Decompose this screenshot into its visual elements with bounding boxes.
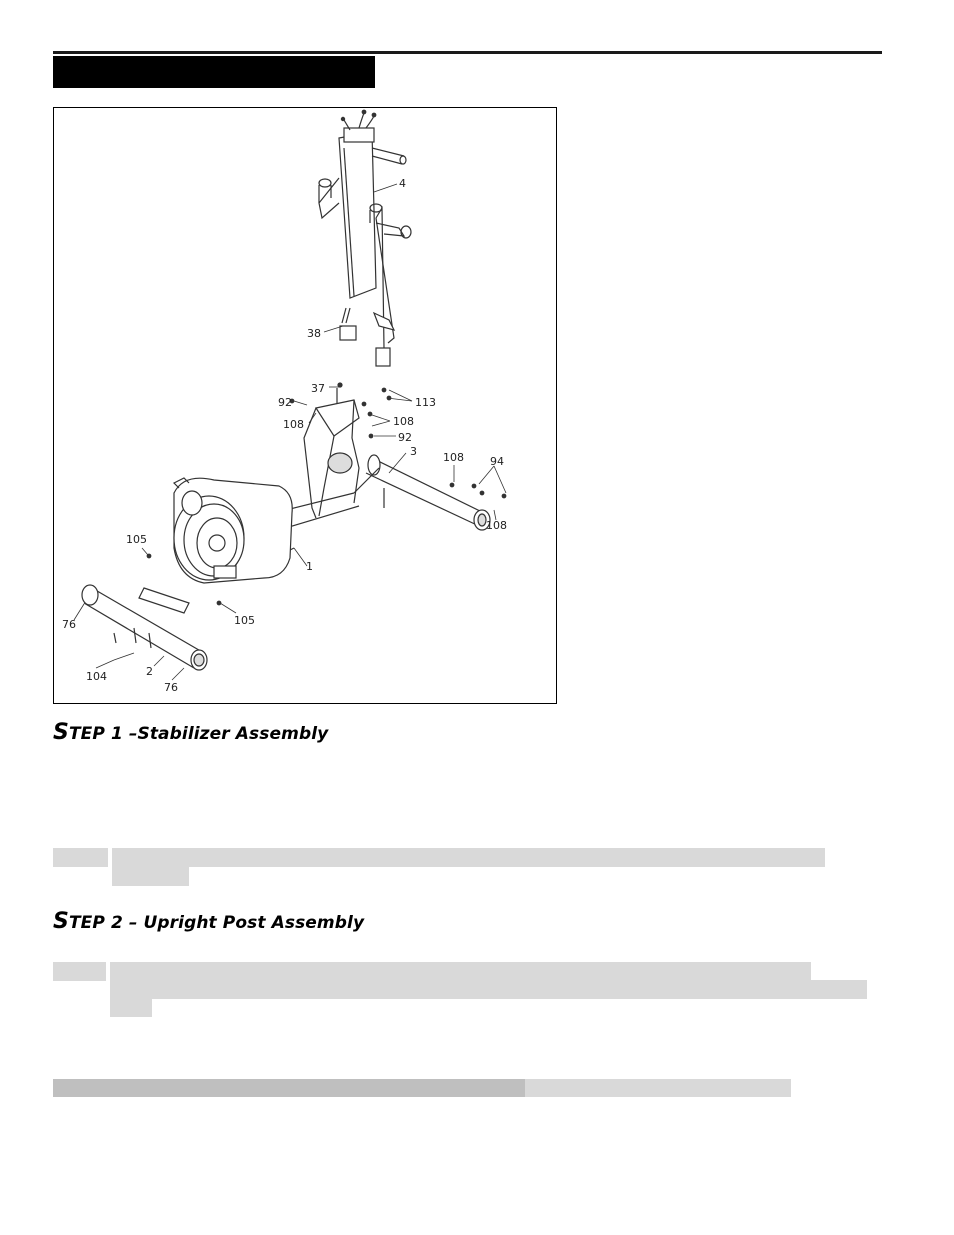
callout-3: 3 (410, 445, 417, 458)
exploded-view-drawing: 4 38 37 92 108 113 108 92 3 108 94 108 1… (62, 109, 507, 694)
callout-37: 37 (311, 382, 325, 395)
callout-108-mid: 108 (393, 415, 414, 428)
callout-92-right: 92 (398, 431, 412, 444)
redacted-bar-dark (53, 1079, 525, 1097)
header-rule (53, 51, 882, 54)
callout-76-right: 76 (164, 681, 178, 694)
callout-76-left: 76 (62, 618, 76, 631)
redacted-note-text-2 (110, 962, 811, 981)
redacted-note-text-2c (110, 998, 152, 1017)
callout-113: 113 (415, 396, 436, 409)
callout-105-bottom: 105 (234, 614, 255, 627)
redacted-note-label-2 (53, 962, 106, 981)
redacted-bar-light (525, 1079, 791, 1097)
callout-labels: 4 38 37 92 108 113 108 92 3 108 94 108 1… (62, 177, 507, 694)
callout-2: 2 (146, 665, 153, 678)
hardware-bits (146, 387, 507, 606)
callout-92-left: 92 (278, 396, 292, 409)
step-2-title: TEP 2 – Upright Post Assembly (68, 913, 365, 933)
step-2-initial: S (53, 909, 69, 934)
redacted-note-text-2b (110, 980, 867, 999)
section-title-bar (53, 56, 375, 88)
callout-1: 1 (306, 560, 313, 573)
step-1-heading: STEP 1 –Stabilizer Assembly (53, 720, 328, 745)
callout-104: 104 (86, 670, 107, 683)
callout-105-top: 105 (126, 533, 147, 546)
assembly-diagram: 4 38 37 92 108 113 108 92 3 108 94 108 1… (53, 107, 557, 704)
redacted-note-label-1 (53, 848, 108, 867)
upright-post-part (318, 109, 412, 367)
callout-4: 4 (399, 177, 406, 190)
step-2-heading: STEP 2 – Upright Post Assembly (53, 909, 364, 934)
callout-108-left: 108 (283, 418, 304, 431)
step-1-initial: S (53, 720, 69, 745)
callout-108-end: 108 (486, 519, 507, 532)
step-1-title: TEP 1 –Stabilizer Assembly (68, 724, 329, 744)
redacted-note-text-1b (112, 867, 189, 886)
callout-108-rear: 108 (443, 451, 464, 464)
leader-lines (73, 183, 507, 681)
callout-94: 94 (490, 455, 504, 468)
callout-38: 38 (307, 327, 321, 340)
stabilizer-part (81, 584, 208, 671)
main-frame-part (172, 382, 491, 584)
redacted-note-text-1 (112, 848, 825, 867)
